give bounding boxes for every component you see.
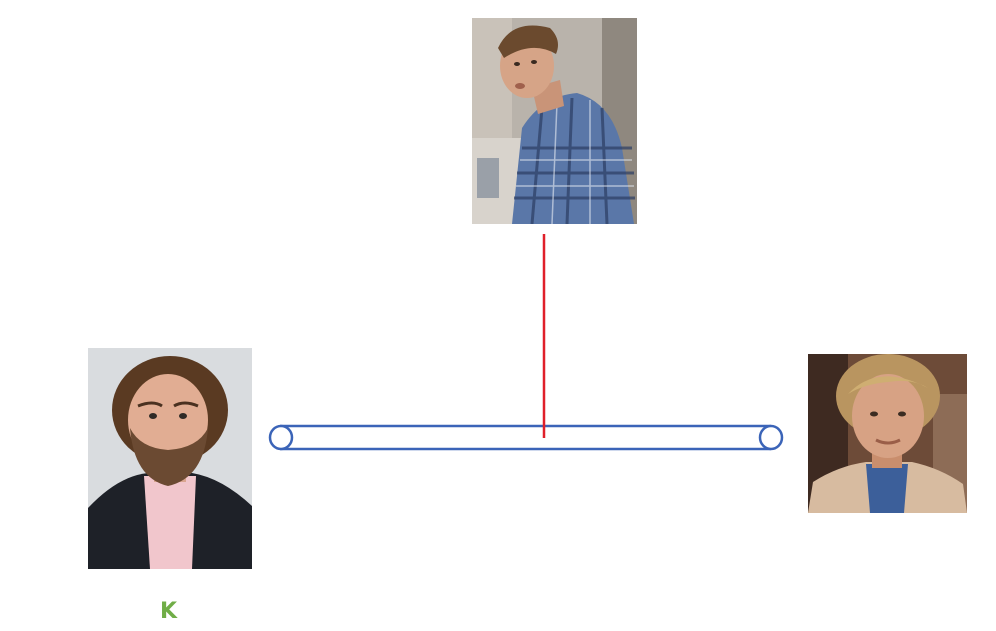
top-person-photo	[472, 18, 637, 224]
person-blond-photo	[808, 354, 967, 513]
horizontal-bar	[268, 424, 784, 451]
person-bearded-suit-photo	[88, 348, 252, 569]
bar-right-end	[758, 424, 784, 451]
left-person-photo	[88, 348, 252, 569]
person-plaid-shirt-photo	[472, 18, 637, 224]
left-person-label: K	[160, 599, 178, 624]
bar-left-end	[268, 424, 294, 451]
right-person-photo	[808, 354, 967, 513]
